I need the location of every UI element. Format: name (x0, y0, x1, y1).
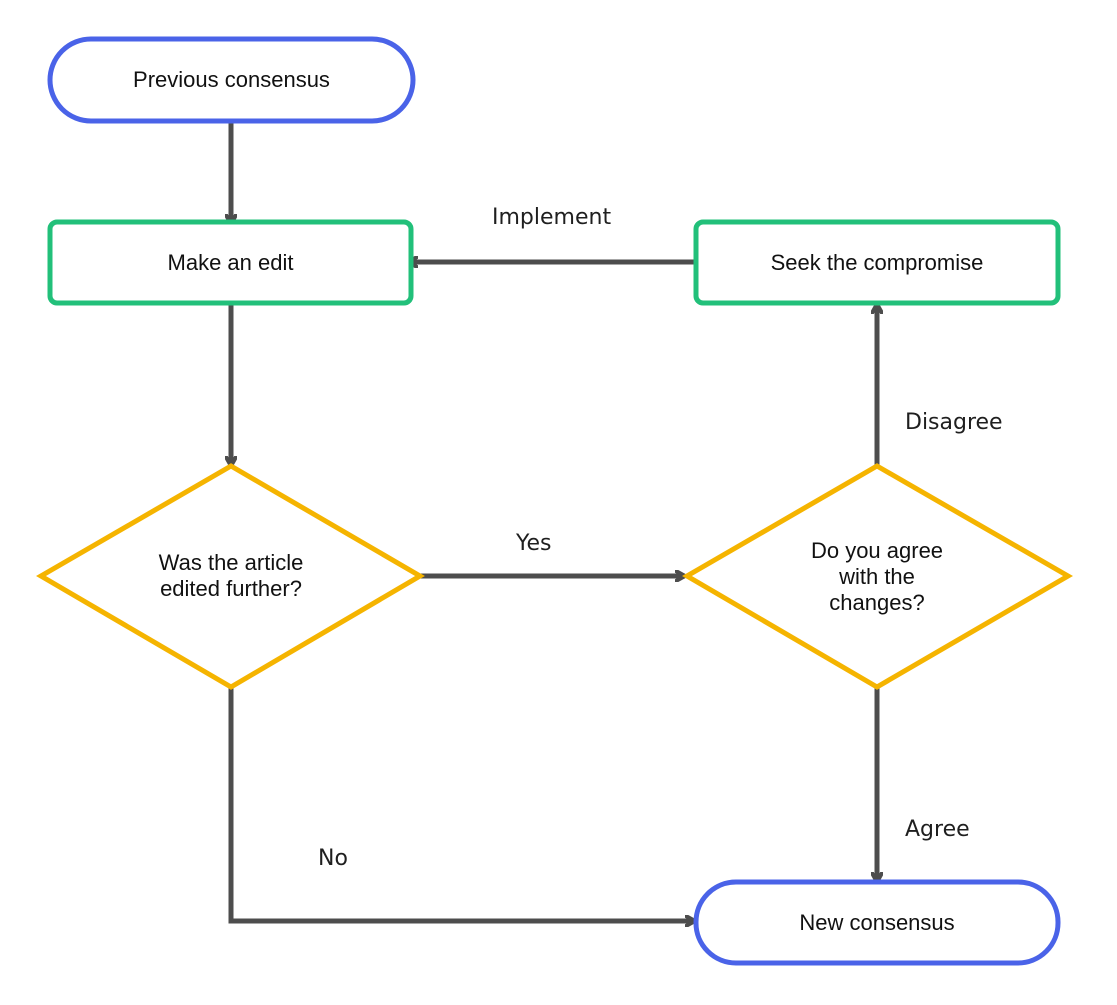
node-edited-further-shape (36, 463, 425, 690)
connectors (231, 121, 877, 921)
node-edited-further-label: Was the article edited further? (158, 550, 304, 601)
node-seek-compromise-label: Seek the compromise (770, 249, 984, 275)
node-agree-changes-label: Do you agree with the changes? (810, 538, 944, 615)
edge-label-disagree: Disagree (905, 410, 1003, 435)
node-agree-changes-shape (682, 463, 1073, 690)
node-make-edit-label: Make an edit (167, 249, 294, 275)
edge-label-implement: Implement (492, 205, 612, 230)
edge-label-no: No (318, 846, 348, 871)
node-new-consensus-shape (693, 879, 1061, 966)
node-seek-compromise-shape (693, 219, 1061, 306)
node-make-edit-shape (47, 219, 414, 306)
node-previous-consensus-label: Previous consensus (133, 67, 330, 92)
node-previous-consensus-shape (47, 36, 416, 124)
nodes (36, 36, 1073, 966)
edge-no (228, 687, 695, 921)
node-new-consensus-label: New consensus (799, 909, 955, 935)
edge-label-agree: Agree (905, 817, 970, 842)
edge-label-yes: Yes (516, 531, 552, 556)
